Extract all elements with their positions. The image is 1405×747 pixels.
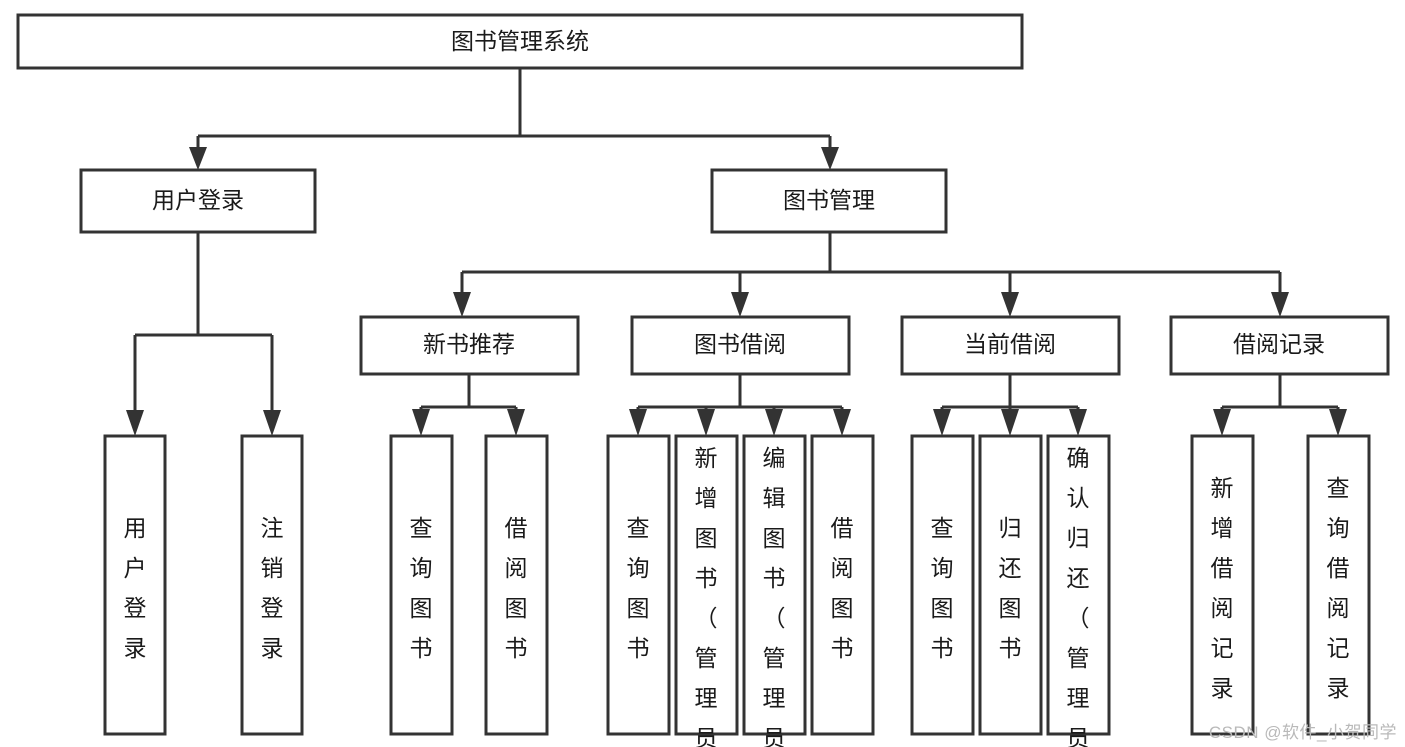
leaf-borrow-book-1[interactable]: 借阅图书: [484, 434, 549, 736]
leaf-add-book-box[interactable]: [674, 434, 739, 736]
leaf-edit-book-label: 编辑图书（管理员）: [763, 445, 786, 747]
node-book-borrow-label: 图书借阅: [694, 331, 786, 357]
leaf-query-record-label: 查询借阅记录: [1327, 475, 1350, 701]
node-book-borrow[interactable]: 图书借阅: [630, 315, 851, 376]
leaf-edit-book[interactable]: 编辑图书（管理员）: [742, 434, 807, 747]
arrow-head-book-borrow: [731, 292, 749, 317]
leaf-add-record-label: 新增借阅记录: [1211, 475, 1234, 701]
leaf-logout[interactable]: 注销登录: [240, 434, 304, 736]
arrow-head-leaf-borrow-book-2: [833, 409, 851, 436]
node-borrow-record[interactable]: 借阅记录: [1169, 315, 1390, 376]
node-book-manage[interactable]: 图书管理: [710, 168, 948, 234]
leaf-confirm-return[interactable]: 确认归还（管理员）: [1046, 434, 1111, 747]
leaf-return-book[interactable]: 归还图书: [978, 434, 1043, 736]
leaf-query-book-2-label: 查询图书: [627, 515, 650, 661]
arrow-head-leaf-add-record: [1213, 409, 1231, 436]
node-borrow-record-label: 借阅记录: [1233, 331, 1325, 357]
arrow-head-leaf-query-book-2: [629, 409, 647, 436]
leaf-return-book-label: 归还图书: [999, 515, 1022, 661]
arrow-head-leaf-confirm-return: [1069, 409, 1087, 436]
leaf-query-book-3-box[interactable]: [910, 434, 975, 736]
node-root[interactable]: 图书管理系统: [16, 13, 1024, 70]
leaf-user-login[interactable]: 用户登录: [103, 434, 167, 736]
leaf-edit-book-box[interactable]: [742, 434, 807, 736]
node-book-manage-box[interactable]: [710, 168, 948, 234]
arrow-head-new-book-recommend: [453, 292, 471, 317]
leaf-query-book-3[interactable]: 查询图书: [910, 434, 975, 736]
arrow-head-book-manage: [821, 147, 839, 170]
arrow-head-borrow-record: [1271, 292, 1289, 317]
node-current-borrow-box[interactable]: [900, 315, 1121, 376]
arrow-head-user-login: [189, 147, 207, 170]
node-new-book-recommend[interactable]: 新书推荐: [359, 315, 580, 376]
arrow-head-leaf-logout: [263, 410, 281, 436]
leaf-query-book-1-box[interactable]: [389, 434, 454, 736]
arrow-head-leaf-query-book-1: [412, 409, 430, 436]
leaf-query-book-1-label: 查询图书: [410, 515, 433, 661]
leaf-borrow-book-2-box[interactable]: [810, 434, 875, 736]
arrow-head-leaf-add-book: [697, 409, 715, 436]
leaf-add-book-label: 新增图书（管理员）: [695, 445, 718, 747]
node-user-login-label: 用户登录: [152, 187, 244, 213]
leaf-user-login-label: 用户登录: [124, 515, 147, 661]
arrow-head-leaf-edit-book: [765, 409, 783, 436]
node-book-manage-label: 图书管理: [783, 187, 875, 213]
leaf-query-record[interactable]: 查询借阅记录: [1306, 434, 1371, 736]
leaf-query-book-2[interactable]: 查询图书: [606, 434, 671, 736]
arrow-head-current-borrow: [1001, 292, 1019, 317]
node-current-borrow[interactable]: 当前借阅: [900, 315, 1121, 376]
node-user-login-box[interactable]: [79, 168, 317, 234]
leaf-logout-label: 注销登录: [261, 515, 284, 661]
connector-layer: [126, 68, 1347, 436]
leaf-return-book-box[interactable]: [978, 434, 1043, 736]
leaf-borrow-book-2-label: 借阅图书: [831, 515, 854, 661]
node-root-box[interactable]: [16, 13, 1024, 70]
arrow-head-leaf-query-book-3: [933, 409, 951, 436]
leaf-query-book-3-label: 查询图书: [931, 515, 954, 661]
node-user-login[interactable]: 用户登录: [79, 168, 317, 234]
node-new-book-recommend-label: 新书推荐: [423, 331, 515, 357]
arrow-head-leaf-user-login: [126, 410, 144, 436]
arrow-head-leaf-return-book: [1001, 409, 1019, 436]
node-borrow-record-box[interactable]: [1169, 315, 1390, 376]
leaf-add-book[interactable]: 新增图书（管理员）: [674, 434, 739, 747]
leaf-borrow-book-2[interactable]: 借阅图书: [810, 434, 875, 736]
node-current-borrow-label: 当前借阅: [964, 331, 1056, 357]
leaf-query-book-1[interactable]: 查询图书: [389, 434, 454, 736]
node-book-borrow-box[interactable]: [630, 315, 851, 376]
leaf-add-record[interactable]: 新增借阅记录: [1190, 434, 1255, 736]
leaf-confirm-return-box[interactable]: [1046, 434, 1111, 736]
arrow-head-leaf-query-record: [1329, 409, 1347, 436]
leaf-borrow-book-1-label: 借阅图书: [505, 515, 528, 661]
leaf-borrow-book-1-box[interactable]: [484, 434, 549, 736]
leaf-query-book-2-box[interactable]: [606, 434, 671, 736]
leaf-logout-box[interactable]: [240, 434, 304, 736]
leaf-confirm-return-label: 确认归还（管理员）: [1067, 445, 1090, 747]
leaf-add-record-box[interactable]: [1190, 434, 1255, 736]
leaf-query-record-box[interactable]: [1306, 434, 1371, 736]
node-new-book-recommend-box[interactable]: [359, 315, 580, 376]
leaf-user-login-box[interactable]: [103, 434, 167, 736]
node-root-label: 图书管理系统: [451, 28, 589, 54]
arrow-head-leaf-borrow-book-1: [507, 409, 525, 436]
